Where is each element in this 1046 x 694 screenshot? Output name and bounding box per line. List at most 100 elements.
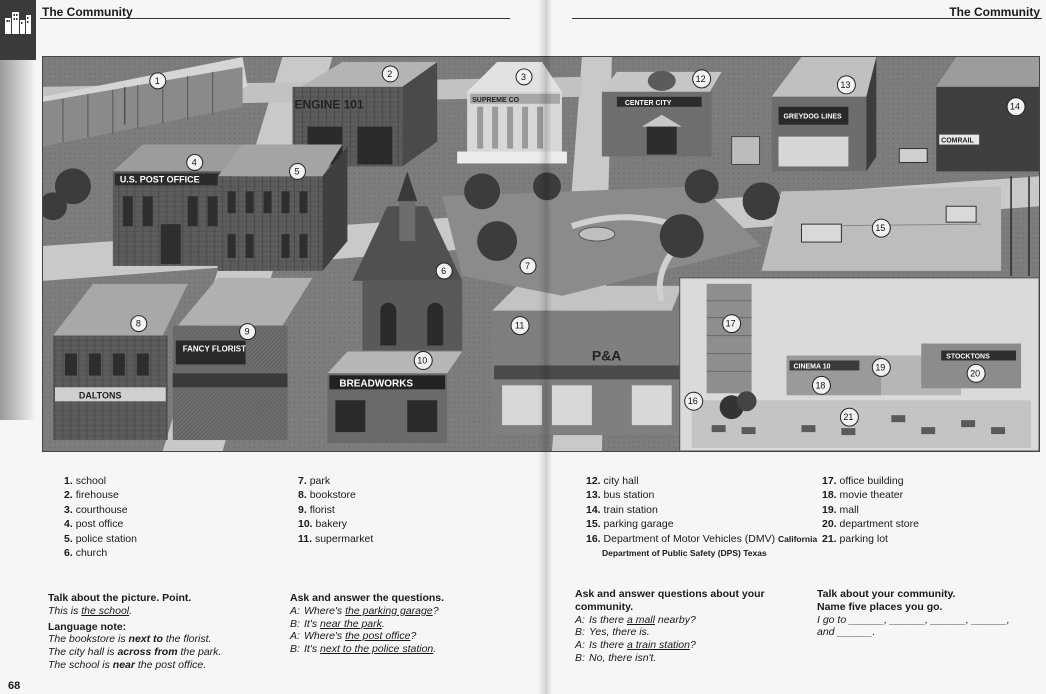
exercise-title-cont: Name five places you go. [817,600,943,613]
marker-13: 13 [836,75,856,95]
vocab-item: 21. parking lot [822,532,888,545]
post-office-building: U.S. POST OFFICE [112,144,258,266]
exercise-talk-picture: Talk about the picture. Point. This is t… [48,592,278,672]
svg-text:9: 9 [245,327,250,337]
vocab-item: 7. park [298,475,331,487]
vocab-item: 14. train station [586,503,658,516]
exercise-title: Talk about the picture. Point. [48,592,192,604]
svg-text:18: 18 [815,380,825,390]
page-number: 68 [8,680,21,692]
bus-station-sign: GREYDOG LINES [784,114,843,121]
train-station-sign: COMRAIL [941,138,974,145]
marker-11: 11 [510,316,530,336]
vocab-item: 3. courthouse [64,503,128,516]
left-header-rule [40,18,510,19]
svg-text:4: 4 [192,157,197,167]
marker-18: 18 [811,375,831,395]
marker-6: 6 [435,262,453,280]
marker-19: 19 [871,357,891,377]
marker-15: 15 [871,218,891,238]
svg-text:13: 13 [840,80,850,90]
exercise-title: Ask and answer the questions. [290,592,445,604]
vocab-item: 20. department store [822,518,919,531]
vocab-list-4: 17. office building 18. movie theater 19… [822,474,919,546]
svg-text:1: 1 [155,76,160,86]
vocab-list-1: 1. school 2. firehouse 3. courthouse 4. … [64,474,137,560]
marker-8: 8 [130,315,148,333]
school-building [43,57,248,147]
marker-2: 2 [381,65,399,83]
svg-text:21: 21 [843,412,853,422]
post-office-sign: U.S. POST OFFICE [120,174,200,184]
town-scene: ENGINE 101 SUPREME CO U.S. [43,57,1039,451]
vocab-item: 13. bus station [586,489,655,502]
left-page-title: The Community [42,5,133,19]
vocab-item: 17. office building [822,475,904,487]
svg-text:15: 15 [875,223,885,233]
marker-16: 16 [684,391,704,411]
bookstore-building: DALTONS [52,283,188,441]
dialog-line: A:Is there a train station? [575,639,696,652]
vocab-item: 12. city hall [586,475,639,487]
note-line: The school is near the post office. [48,658,207,671]
right-header-rule [572,18,1042,19]
language-note-title: Language note: [48,620,127,633]
exercise-title: Talk about your community. [817,588,956,600]
courthouse-sign: SUPREME CO [472,97,520,104]
svg-text:16: 16 [688,396,698,406]
dialog-line: B:No, there isn't. [575,651,657,664]
vocab-item: 10. bakery [298,518,348,531]
svg-text:6: 6 [441,266,446,276]
svg-text:11: 11 [515,321,524,331]
city-hall-building: CENTER CITY [601,70,722,157]
courthouse-building: SUPREME CO [457,61,567,164]
marker-20: 20 [966,363,986,383]
vocab-list-3: 12. city hall 13. bus station 14. train … [586,474,817,560]
svg-text:10: 10 [417,355,427,365]
mall-area: CINEMA 10 STOCKTONS [679,277,1039,451]
chapter-tab [0,0,36,60]
svg-text:7: 7 [525,261,530,271]
church-building [352,171,463,351]
marker-4: 4 [186,154,204,171]
marker-14: 14 [1006,97,1026,117]
department-store-sign: STOCKTONS [946,353,990,360]
svg-text:14: 14 [1010,102,1020,112]
community-illustration: ENGINE 101 SUPREME CO U.S. [42,56,1040,452]
supermarket-sign: P&A [592,347,621,363]
marker-12: 12 [692,69,712,89]
note-line: The city hall is across from the park. [48,646,222,659]
vocab-item: 6. church [64,547,108,560]
bakery-sign: BREADWORKS [339,378,413,389]
right-page-title: The Community [949,5,1040,19]
note-line: The bookstore is next to the florist. [48,633,212,646]
florist-building: FANCY FLORIST [172,277,313,441]
cinema-sign: CINEMA 10 [793,363,830,370]
marker-7: 7 [519,257,537,275]
firehouse-building: ENGINE 101 [292,61,438,167]
vocab-item: 2. firehouse [64,489,119,502]
vocab-list-2: 7. park 8. bookstore 9. florist 10. bake… [298,474,373,546]
dialog-line: A:Where's the parking garage? [290,604,439,617]
vocab-item: 19. mall [822,503,859,516]
vocab-item: 15. parking garage [586,518,674,531]
svg-text:5: 5 [294,166,299,176]
marker-1: 1 [149,72,167,90]
police-station-building [217,144,348,271]
vocab-item-note: Department of Public Safety (DPS) Texas [602,548,767,559]
firehouse-sign: ENGINE 101 [294,98,363,112]
dialog-line: B:It's near the park. [290,617,385,630]
vocab-item: 18. movie theater [822,489,904,502]
exercise-line: This is the school. [48,604,133,617]
store-sign: DALTONS [79,390,122,400]
fill-in-line: and ______. [817,626,876,639]
number-markers: 1 2 3 4 5 6 7 8 9 10 11 12 13 14 15 16 1… [130,65,1026,427]
marker-3: 3 [515,68,533,86]
left-margin-shade [0,60,36,420]
marker-9: 9 [239,323,257,341]
supermarket-building: P&A [492,285,682,436]
exercise-title: Ask and answer questions about your [575,588,765,600]
svg-text:3: 3 [521,72,526,82]
florist-sign: FANCY FLORIST [183,345,246,354]
